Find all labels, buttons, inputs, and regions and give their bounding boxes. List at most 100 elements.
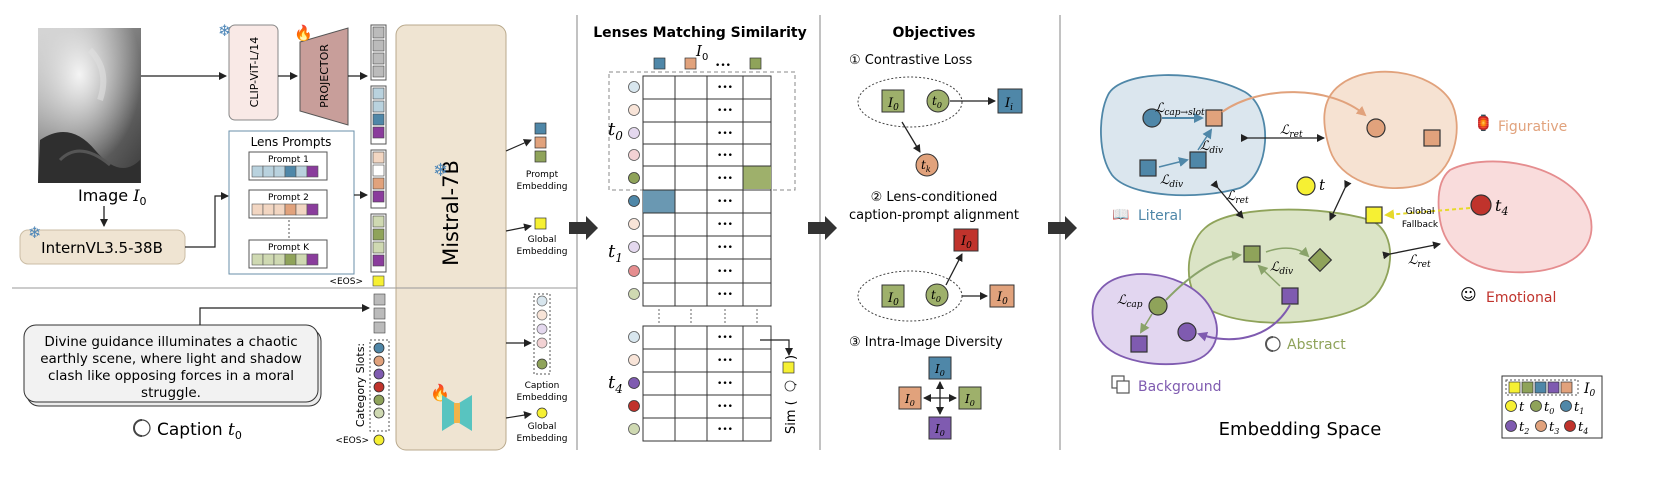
svg-text:•••: ••• (717, 379, 733, 389)
background-square (1130, 335, 1148, 353)
book-icon: 📖 (1112, 207, 1129, 223)
svg-text:Caption t0: Caption t0 (157, 420, 242, 442)
alignment-diagram: I0 I0 t0 I0 (857, 228, 1015, 322)
emotional-label: Emotional (1486, 290, 1556, 306)
loss-ret-1: ℒret (1280, 123, 1303, 140)
literal-slot-square (1205, 109, 1223, 127)
eos-top: <EOS> (329, 277, 363, 287)
literal-label: Literal (1138, 208, 1182, 224)
svg-text:t0: t0 (932, 94, 942, 110)
svg-text:InternVL3.5-38B: InternVL3.5-38B (41, 239, 163, 257)
svg-text:•••: ••• (717, 425, 733, 435)
snowflake-icon: ❄ (28, 223, 41, 242)
svg-text:CLIP-ViT-L/14: CLIP-ViT-L/14 (248, 37, 261, 108)
t0-dashed-box (608, 71, 796, 191)
caption-label: Caption t0 (133, 419, 242, 442)
svg-text:tk: tk (921, 158, 931, 174)
svg-text:I0: I0 (964, 392, 975, 408)
svg-text:I0: I0 (960, 234, 972, 251)
global-embedding-top: Global Embedding (516, 217, 568, 257)
svg-text:Global: Global (528, 422, 557, 432)
svg-text:Ii: Ii (1004, 96, 1013, 113)
svg-text:PROJECTOR: PROJECTOR (318, 44, 331, 108)
similarity-grid: ••• ••• ••• ••• ••• ••• ••• ••• ••• ••• (642, 75, 772, 307)
svg-text:Embedding: Embedding (516, 182, 567, 192)
global-caption-label: t (1319, 176, 1326, 194)
token-column-top (370, 24, 387, 287)
loss-cap-bg: ℒcap (1117, 293, 1143, 310)
region-background (1091, 273, 1218, 366)
svg-text:•••: ••• (717, 267, 733, 277)
flow-arrow-2 (808, 216, 837, 240)
svg-text:t2: t2 (1519, 420, 1529, 436)
figurative-label: Figurative (1498, 119, 1567, 135)
mistral-box: Mistral-7B (395, 24, 507, 451)
svg-text:•••: ••• (717, 243, 733, 253)
literal-caption-dot (1142, 108, 1162, 128)
column-headers: ••• (653, 57, 762, 71)
objective-2-label-cont: caption-prompt alignment (849, 208, 1019, 223)
svg-text:t: t (1519, 400, 1525, 415)
prompt-embedding: Prompt Embedding (516, 122, 568, 192)
abstract-square-a (1243, 245, 1261, 263)
svg-text:•••: ••• (717, 402, 733, 412)
embedding-space-title: Embedding Space (1219, 419, 1382, 440)
snowflake-icon: ❄ (433, 160, 448, 181)
objective-2-label: ② Lens-conditioned (871, 190, 998, 205)
background-purple-dot (1177, 322, 1197, 342)
svg-text:I0: I0 (1583, 381, 1596, 399)
svg-text:•••: ••• (717, 151, 733, 161)
svg-text:Embedding: Embedding (516, 393, 567, 403)
loss-div-abstract: ℒdiv (1270, 260, 1293, 277)
category-slots-label: Category Slots: (354, 343, 367, 427)
svg-text:Caption: Caption (525, 381, 560, 391)
flow-arrow-1 (569, 216, 598, 240)
svg-text:•••: ••• (717, 174, 733, 184)
region-emotional (1437, 160, 1593, 274)
svg-text:•••: ••• (717, 197, 733, 207)
svg-text:I0: I0 (996, 290, 1008, 307)
svg-text:t0: t0 (1544, 400, 1554, 416)
col-header-i0: I0 (695, 42, 708, 63)
svg-text:Lens Prompts: Lens Prompts (251, 135, 332, 149)
loss-div-literal: ℒdiv (1200, 139, 1223, 156)
global-fallback-label-2: Fallback (1402, 220, 1439, 230)
svg-text:clash like opposing forces in: clash like opposing forces in a moral (48, 368, 294, 384)
svg-text:•••: ••• (717, 333, 733, 343)
abstract-icon (1265, 336, 1281, 352)
svg-text:struggle.: struggle. (141, 385, 201, 401)
abstract-diamond (1307, 247, 1333, 273)
svg-text:Divine guidance illuminates a: Divine guidance illuminates a chaotic (44, 334, 297, 350)
row-dots (628, 81, 640, 435)
svg-text:•••: ••• (717, 356, 733, 366)
abstract-label: Abstract (1287, 337, 1346, 353)
svg-text:•••: ••• (717, 129, 733, 139)
svg-text:Embedding: Embedding (516, 247, 567, 257)
emotional-dot-t4 (1470, 194, 1492, 216)
literal-square-b (1139, 159, 1157, 177)
background-icon (1111, 375, 1130, 394)
token-column-bottom (369, 293, 390, 446)
objective-1-label: ① Contrastive Loss (849, 53, 973, 68)
similarity-grid-bottom: ••• ••• ••• ••• ••• (642, 325, 772, 442)
caption-box: Divine guidance illuminates a chaotic ea… (23, 324, 322, 407)
row-label-t1: t1 (608, 241, 623, 265)
abstract-square-b (1281, 287, 1299, 305)
figurative-dot (1366, 118, 1386, 138)
literal-square-a (1189, 151, 1207, 169)
eos-bottom: <EOS> (335, 436, 369, 446)
fire-icon: 🔥 (294, 24, 313, 42)
prompt1-tokens (251, 165, 319, 178)
emotional-head-icon: ☺ (1460, 285, 1477, 304)
loss-cap-slot: ℒcap→slot (1155, 101, 1205, 118)
svg-text:I0: I0 (904, 392, 915, 408)
caption-embedding: Caption Embedding (516, 293, 568, 403)
loss-ret-2: ℒret (1226, 189, 1249, 206)
svg-text:t3: t3 (1549, 420, 1559, 436)
row-label-t4: t4 (608, 372, 623, 396)
global-image-square (1365, 206, 1383, 224)
svg-text:Prompt 1: Prompt 1 (268, 155, 309, 165)
svg-text:•••: ••• (717, 106, 733, 116)
lora-icon (442, 395, 472, 431)
internvl-box: InternVL3.5-38B (19, 229, 186, 265)
